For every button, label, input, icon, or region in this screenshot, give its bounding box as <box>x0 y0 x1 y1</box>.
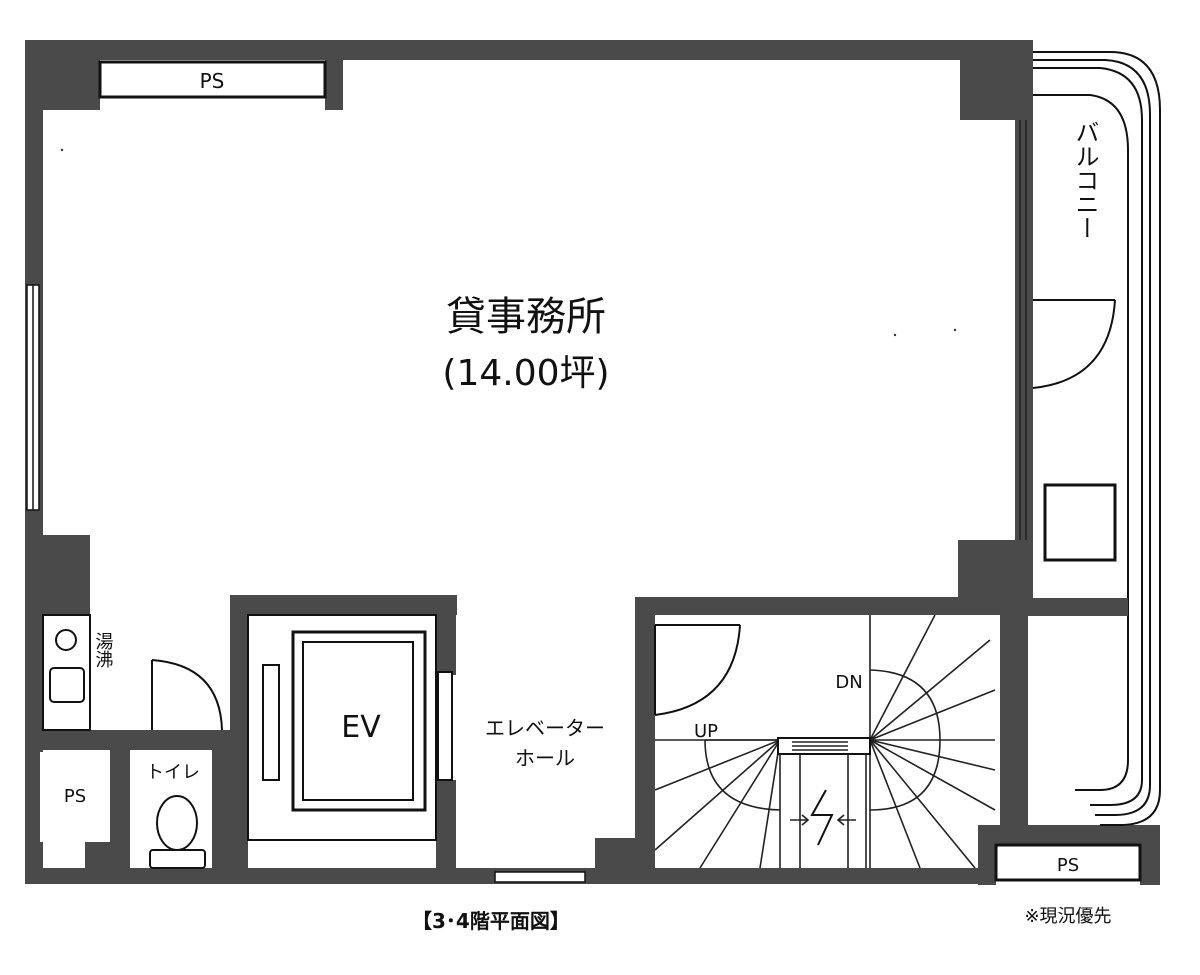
balcony: バルコニー <box>1019 51 1161 826</box>
ps-left-label: PS <box>64 786 86 807</box>
ev-hall-label-1: エレベーター <box>485 716 605 740</box>
ps-left: PS <box>40 750 130 870</box>
elevator-hall: エレベーター ホール <box>485 716 605 883</box>
stairs-up-label: UP <box>694 721 718 742</box>
elevator: EV <box>230 595 457 870</box>
ev-label: EV <box>341 710 381 745</box>
office-area-size: (14.00坪) <box>442 353 609 394</box>
ps-top: PS <box>98 60 327 99</box>
plan-title: 【3･4階平面図】 <box>412 909 570 933</box>
ps-bottom-right: PS <box>994 843 1142 882</box>
ps-top-label: PS <box>200 69 225 93</box>
balcony-label: バルコニー <box>1071 120 1099 240</box>
current-condition-note: ※現況優先 <box>1024 906 1111 927</box>
stairs-down-label: DN <box>835 672 862 693</box>
office-name: 貸事務所 <box>446 294 606 340</box>
ev-hall-label-2: ホール <box>515 746 575 770</box>
ps-bottom-right-label: PS <box>1057 855 1079 876</box>
outer-walls <box>25 40 1160 885</box>
office-area: 貸事務所 (14.00坪) <box>442 294 609 394</box>
stairwell: UP DN <box>595 597 1000 878</box>
toilet-room: トイレ <box>146 730 232 870</box>
sink-label: 湯沸 <box>93 632 114 668</box>
toilet-label: トイレ <box>146 762 200 783</box>
sink-area: 湯沸 <box>42 614 223 731</box>
